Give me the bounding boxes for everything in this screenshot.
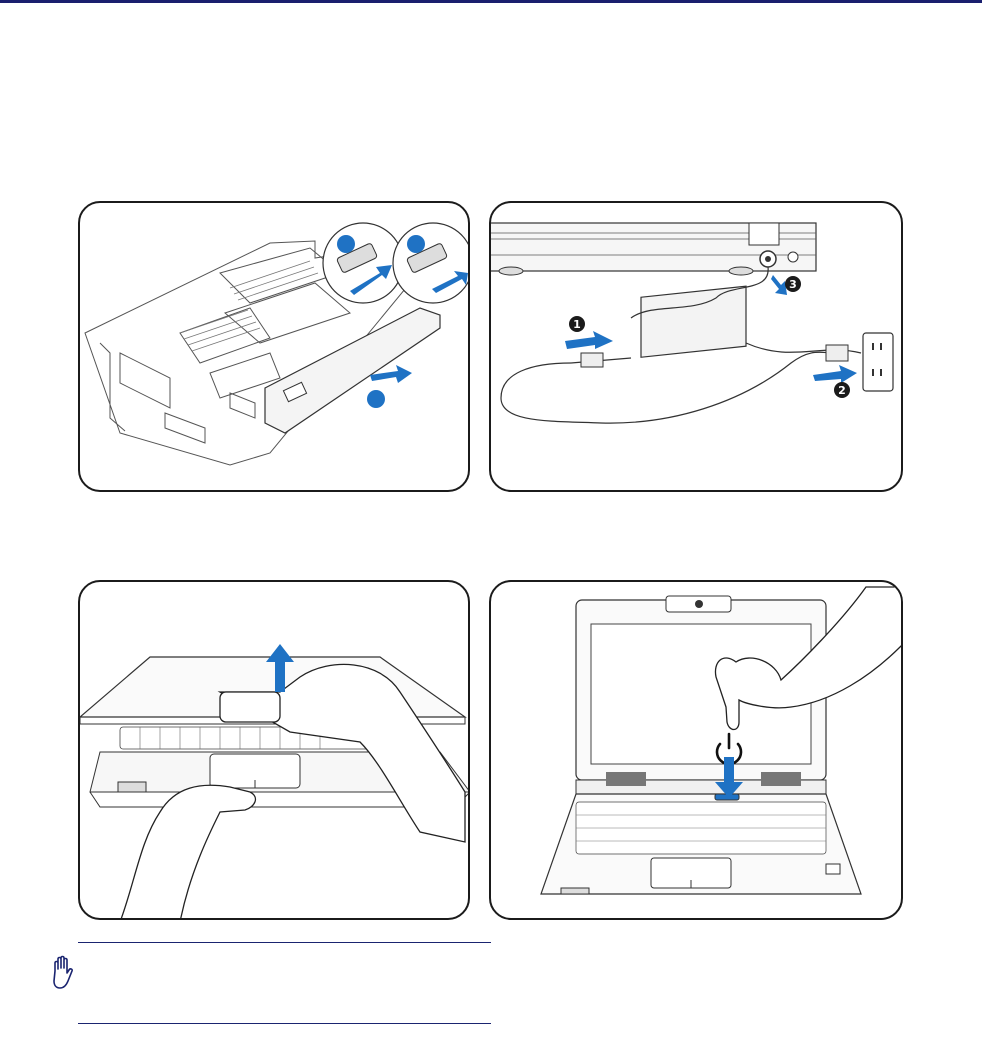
open-display-illustration — [80, 582, 470, 920]
power-step-marker-1: 1 — [573, 318, 581, 331]
header-rule — [0, 0, 982, 3]
note-top-rule — [78, 942, 491, 943]
figure-battery-install — [78, 201, 470, 492]
power-on-illustration — [491, 582, 903, 920]
power-step-marker-3: 3 — [789, 278, 797, 291]
note-bottom-rule — [78, 1023, 491, 1024]
figure-ac-power-connect: 1 2 3 — [489, 201, 903, 492]
battery-install-illustration — [80, 203, 470, 492]
figure-power-on — [489, 580, 903, 920]
figure-open-display-panel — [78, 580, 470, 920]
hand-caution-icon — [49, 955, 77, 991]
ac-power-illustration: 1 2 3 — [491, 203, 903, 492]
power-step-marker-2: 2 — [838, 384, 846, 397]
